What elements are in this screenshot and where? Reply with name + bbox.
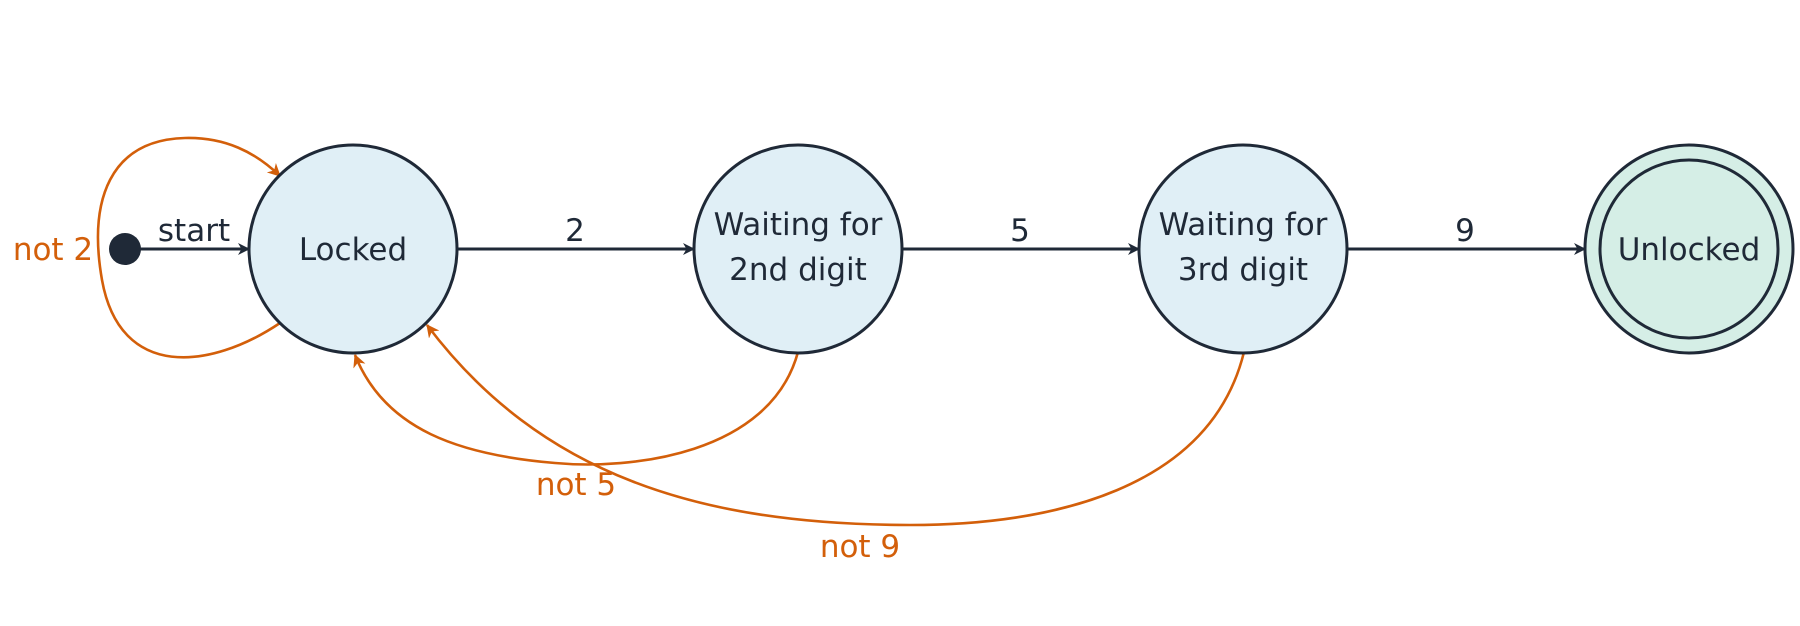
- state-wait2-label-line2: 2nd digit: [729, 252, 867, 288]
- accepting-inner-ring: [1598, 158, 1780, 340]
- state-unlocked-label: Unlocked: [1618, 232, 1761, 268]
- state-locked-label: Locked: [299, 232, 407, 268]
- edge-label-9: 9: [1455, 213, 1475, 249]
- edge-label-5: 5: [1010, 213, 1030, 249]
- state-wait2-label-line1: Waiting for: [714, 207, 883, 243]
- edge-label-not-9: not 9: [820, 529, 900, 565]
- edge-locked-self-loop: [96, 136, 281, 359]
- edge-wait3-to-locked: [425, 324, 1246, 527]
- state-wait3-label-line1: Waiting for: [1159, 207, 1328, 243]
- edge-label-not-2: not 2: [13, 232, 93, 268]
- state-locked: Locked: [247, 143, 459, 355]
- initial-state-dot: [109, 233, 141, 265]
- state-unlocked: Unlocked: [1583, 143, 1795, 355]
- edge-wait2-to-locked: [353, 351, 800, 466]
- state-waiting-2nd-digit: Waiting for 2nd digit: [692, 143, 904, 355]
- state-wait3-label-line2: 3rd digit: [1178, 252, 1308, 288]
- edge-label-2: 2: [565, 213, 585, 249]
- start-label: start: [158, 213, 230, 249]
- edge-label-not-5: not 5: [536, 467, 616, 503]
- state-waiting-3rd-digit: Waiting for 3rd digit: [1137, 143, 1349, 355]
